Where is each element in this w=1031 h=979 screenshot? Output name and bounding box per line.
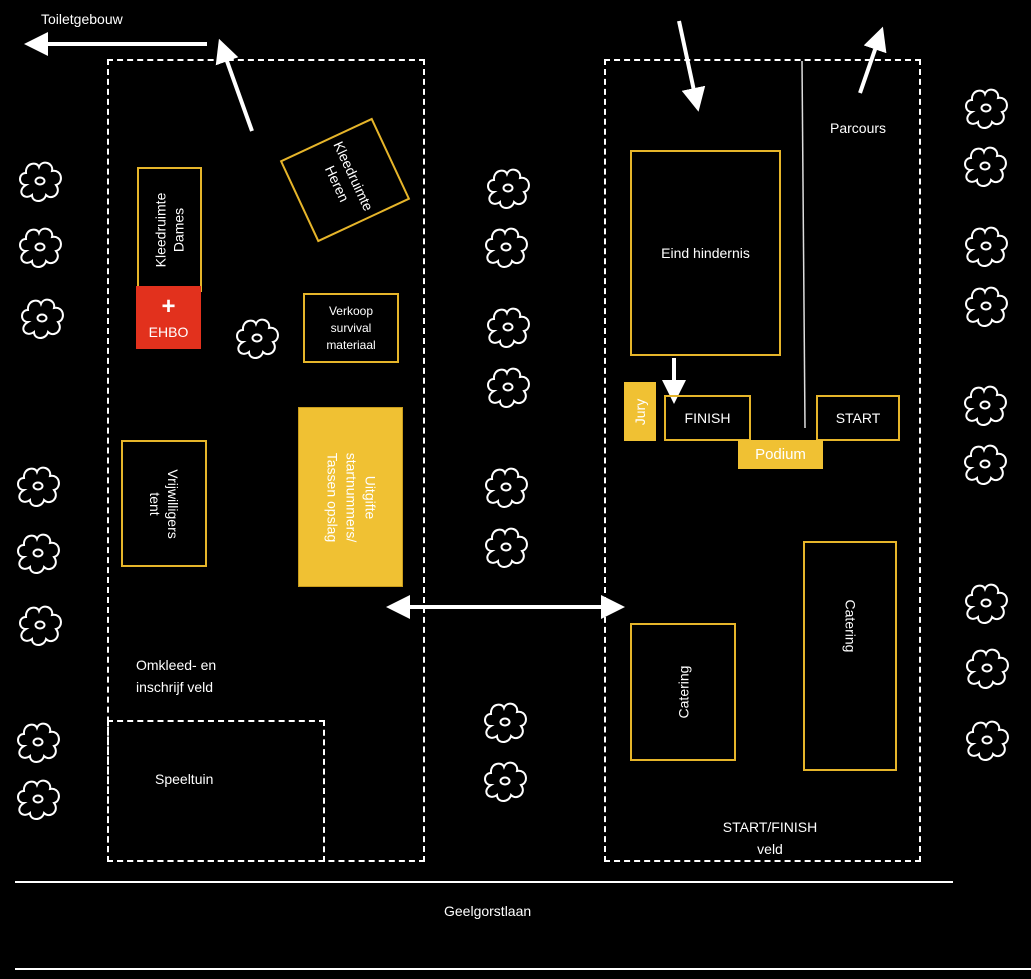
- eind-hindernis-label: Eind hindernis: [661, 245, 750, 261]
- parcours-divider: [801, 60, 806, 429]
- catering-label-1: Catering: [674, 665, 691, 719]
- finish-label: FINISH: [684, 410, 731, 426]
- tree-icon: [965, 88, 1008, 129]
- catering-box-2: Catering: [803, 541, 897, 771]
- tree-icon: [19, 227, 62, 268]
- podium-box: Podium: [738, 440, 823, 469]
- tree-icon: [17, 722, 60, 763]
- tree-icon: [966, 720, 1009, 761]
- tree-icon: [485, 467, 528, 508]
- tree-icon: [19, 605, 62, 646]
- tree-icon: [21, 298, 64, 339]
- verkoop-label: Verkoop survival materiaal: [326, 303, 376, 352]
- start-finish-veld-zone: [604, 59, 921, 862]
- tree-icon: [17, 533, 60, 574]
- kleedruimte-heren-label: Kleedruimte Heren: [321, 138, 377, 214]
- tree-icon: [487, 367, 530, 408]
- tree-icon: [965, 226, 1008, 267]
- tree-icon: [964, 146, 1007, 187]
- vrijwilligers-label: Vrijwilligers tent: [147, 468, 181, 539]
- tree-icon: [17, 466, 60, 507]
- tree-icon: [484, 761, 527, 802]
- omkleed-label: Omkleed- en inschrijf veld: [136, 656, 216, 696]
- tree-icon: [487, 307, 530, 348]
- start-finish-veld-label: START/FINISH veld: [722, 819, 818, 857]
- street-edge-bottom: [15, 968, 1031, 970]
- speeltuin-zone: [107, 720, 325, 862]
- kleedruimte-dames-label: Kleedruimte Dames: [152, 192, 187, 267]
- speeltuin-label: Speeltuin: [155, 771, 214, 787]
- verkoop-box: Verkoop survival materiaal: [303, 293, 399, 363]
- tree-icon: [487, 168, 530, 209]
- first-aid-cross-icon: +: [161, 292, 176, 320]
- arrow-icon: [215, 38, 254, 132]
- catering-box-1: Catering: [630, 623, 736, 761]
- street-label: Geelgorstlaan: [444, 903, 532, 919]
- tree-icon: [17, 779, 60, 820]
- tree-icon: [19, 161, 62, 202]
- start-label: START: [835, 410, 881, 426]
- parcours-label: Parcours: [830, 120, 887, 136]
- arrow-icon: [858, 26, 887, 94]
- street-edge-top: [15, 881, 953, 883]
- tree-icon: [485, 527, 528, 568]
- tree-icon: [965, 286, 1008, 327]
- uitgifte-label: Uitgifte startnummers/ Tassen opslag: [323, 452, 378, 542]
- tree-icon: [485, 227, 528, 268]
- jury-label: Jury: [631, 398, 648, 425]
- omkleed-label-line1: Omkleed- en: [136, 657, 217, 673]
- tree-icon: [965, 583, 1008, 624]
- start-box: START: [816, 395, 900, 441]
- catering-label-2: Catering: [841, 599, 858, 653]
- vrijwilligers-tent: Vrijwilligers tent: [121, 440, 207, 567]
- tree-icon: [964, 444, 1007, 485]
- podium-label: Podium: [755, 445, 806, 463]
- ehbo-box: + EHBO: [136, 286, 201, 349]
- ehbo-label: EHBO: [148, 323, 189, 340]
- kleedruimte-dames: Kleedruimte Dames: [137, 167, 202, 292]
- tree-icon: [484, 702, 527, 743]
- finish-box: FINISH: [664, 395, 751, 441]
- tree-icon: [966, 648, 1009, 689]
- tree-icon: [964, 385, 1007, 426]
- toilet-label: Toiletgebouw: [41, 11, 123, 27]
- omkleed-label-line2: inschrijf veld: [136, 679, 214, 695]
- jury-box: Jury: [624, 382, 656, 441]
- uitgifte-box: Uitgifte startnummers/ Tassen opslag: [298, 407, 403, 587]
- eind-hindernis-box: Eind hindernis: [630, 150, 781, 356]
